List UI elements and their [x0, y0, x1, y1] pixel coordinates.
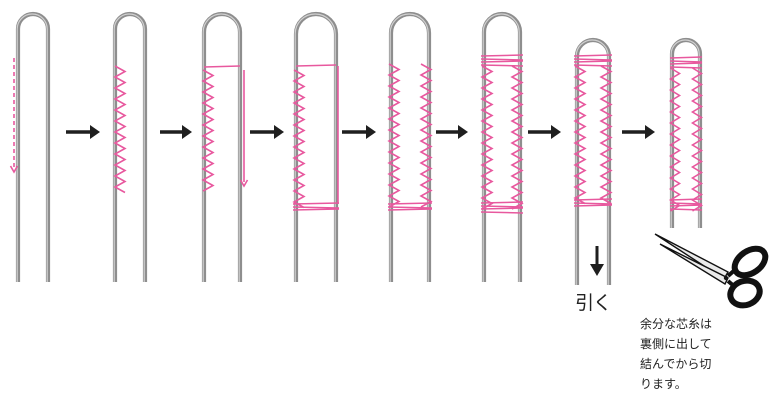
wrap-line [481, 59, 523, 60]
step-5 [388, 14, 432, 282]
right-arrow-icon [551, 125, 561, 139]
hairpin-fork [18, 14, 48, 282]
wrap-line [574, 61, 612, 62]
wrap-line [481, 202, 523, 203]
wrap-line [481, 61, 523, 62]
hairpin-fork-highlight [203, 14, 239, 282]
wrap-line [481, 212, 523, 213]
right-arrow-icon [274, 125, 284, 139]
step-3 [203, 14, 248, 282]
step-4 [293, 14, 339, 282]
step-arrow-7 [622, 125, 655, 139]
step-arrow-2 [160, 125, 192, 139]
trim-note-line-4: ります。 [640, 374, 770, 394]
hairpin-fork-highlight [17, 14, 47, 282]
pull-label: 引く [575, 288, 611, 315]
right-arrow-icon [645, 125, 655, 139]
wrap-line [388, 207, 432, 208]
step-arrow-3 [250, 125, 284, 139]
trim-note-line-1: 余分な芯糸は [640, 314, 770, 334]
wrap-line [481, 65, 523, 66]
scissors-handle-bottom [727, 277, 763, 310]
wrap-line [670, 203, 702, 204]
trim-note-line-3: 結んでから切 [640, 354, 770, 374]
wrap-line [481, 55, 523, 56]
hairpin-fork [115, 14, 145, 282]
wrap-line [670, 205, 702, 206]
step-arrow-4 [342, 125, 376, 139]
scissors-icon [655, 234, 770, 309]
wrap-line [293, 203, 339, 204]
hairpin-fork-highlight [295, 14, 335, 282]
hairpin-fork-highlight [114, 14, 144, 282]
scissors-handle-top [730, 243, 770, 281]
hairpin-fork [484, 14, 520, 282]
wrap-line [670, 199, 702, 200]
down-arrow-icon [590, 264, 604, 276]
scissors-shank-bottom [728, 281, 735, 287]
wrap-line [574, 205, 612, 206]
scissors-blade-bottom [660, 244, 728, 284]
step-7 [574, 40, 612, 285]
right-arrow-icon [90, 125, 100, 139]
wrap-line [388, 209, 432, 210]
wrap-line [293, 207, 339, 208]
trim-note: 余分な芯糸は 裏側に出して 結んでから切 ります。 [640, 314, 770, 394]
wrap-line [574, 199, 612, 200]
trim-note-line-2: 裏側に出して [640, 334, 770, 354]
step-arrow-1 [66, 125, 100, 139]
wrap-line [670, 63, 702, 64]
wrap-line [670, 67, 702, 68]
wrap-line [574, 203, 612, 204]
right-arrow-icon [366, 125, 376, 139]
wrap-line [388, 203, 432, 204]
wrap-line [204, 66, 240, 67]
scissors-pivot [724, 276, 728, 280]
step-arrow-6 [528, 125, 561, 139]
step-8 [670, 40, 702, 228]
wrap-line [481, 208, 523, 209]
right-arrow-icon [182, 125, 192, 139]
wrap-line [574, 59, 612, 60]
wrap-line [574, 55, 612, 56]
hairpin-fork-highlight [483, 14, 519, 282]
step-arrow-5 [436, 125, 468, 139]
wrap-line [670, 209, 702, 210]
right-arrow-icon [458, 125, 468, 139]
wrap-line [574, 65, 612, 66]
wrap-line [296, 65, 336, 66]
step-1 [11, 14, 49, 282]
step-6 [481, 14, 523, 282]
wrap-line [670, 57, 702, 58]
wrap-line [670, 61, 702, 62]
step-2 [114, 14, 145, 282]
hairpin-fork [296, 14, 336, 282]
wrap-line [293, 209, 339, 210]
wrap-line [481, 206, 523, 207]
hairpin-fork [204, 14, 240, 282]
